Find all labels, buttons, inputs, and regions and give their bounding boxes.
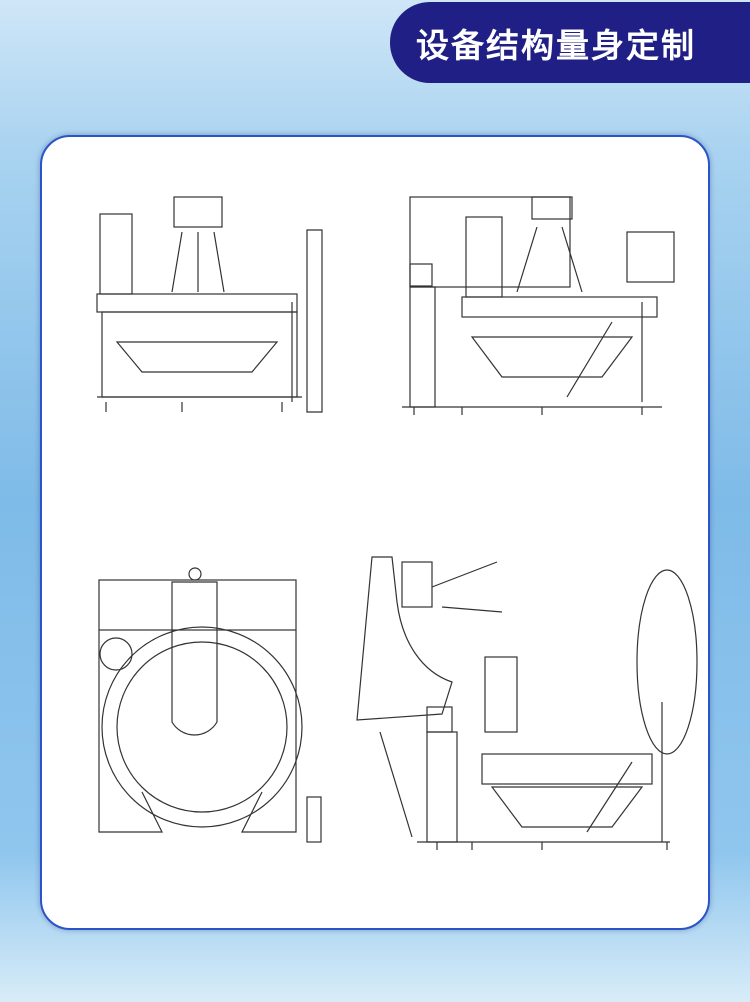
title-banner: 设备结构量身定制 bbox=[390, 2, 750, 83]
front-view-drawing bbox=[96, 196, 323, 413]
drawing-panel bbox=[40, 135, 710, 930]
top-view-drawing bbox=[98, 567, 322, 843]
technical-drawings bbox=[96, 196, 698, 850]
side-view-drawing bbox=[402, 196, 675, 415]
page-title: 设备结构量身定制 bbox=[416, 25, 696, 65]
tilted-view-drawing bbox=[356, 556, 698, 850]
